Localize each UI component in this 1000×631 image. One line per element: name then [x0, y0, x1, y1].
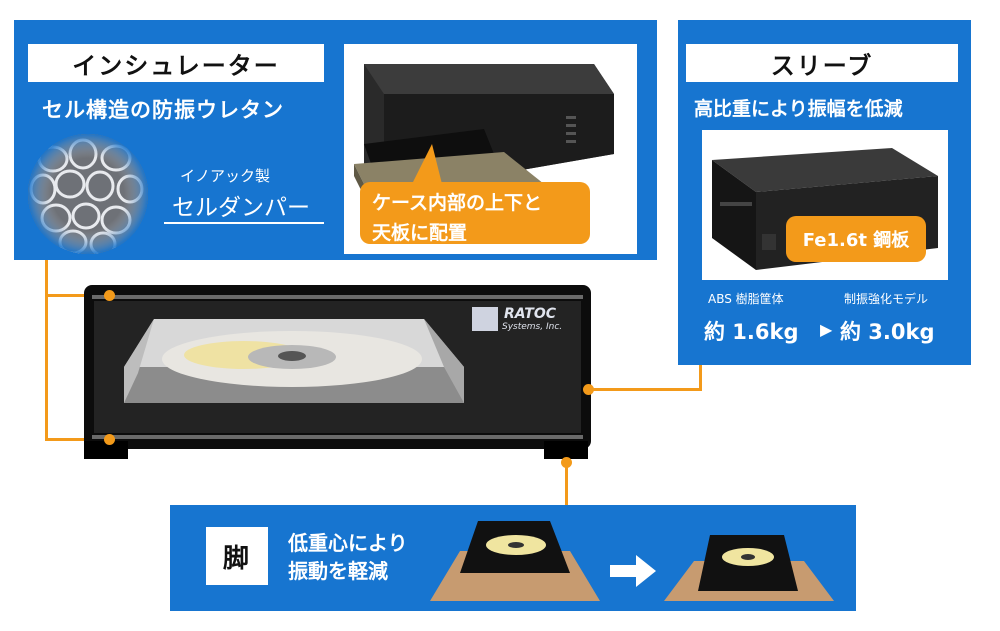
sleeve-title: スリーブ: [686, 44, 958, 82]
optical-drive-device: RATOC Systems, Inc.: [84, 285, 591, 461]
sleeve-connector-horizontal: [590, 388, 702, 391]
foot-comparison-before: [430, 521, 600, 601]
connector-dot-sleeve: [583, 384, 594, 395]
sleeve-right-weight: 約 3.0kg: [840, 320, 935, 344]
insulator-panel: インシュレーター セル構造の防振ウレタン イノアック製 セルダンパー: [14, 20, 657, 260]
sleeve-right-label: 制振強化モデル: [844, 292, 929, 306]
foot-text-line2: 振動を軽減: [288, 559, 388, 583]
foot-label: 脚: [206, 527, 268, 585]
insulator-connector-top: [45, 294, 110, 297]
case-callout-line2: 天板に配置: [372, 222, 468, 244]
foot-panel: 脚 低重心により 振動を軽減: [170, 505, 856, 611]
foam-image: [28, 134, 148, 254]
case-callout-pointer: [412, 144, 442, 184]
sleeve-left-label: ABS 樹脂筐体: [708, 292, 784, 306]
foot-text-line1: 低重心により: [288, 531, 408, 555]
insulator-connector-bottom: [45, 438, 110, 441]
sleeve-left-weight: 約 1.6kg: [704, 320, 799, 344]
insulator-subtitle: セル構造の防振ウレタン: [42, 98, 284, 122]
sleeve-subtitle: 高比重により振幅を低減: [694, 98, 903, 120]
foot-comparison-after: [664, 535, 834, 601]
foam-product: セルダンパー: [172, 195, 310, 221]
sleeve-panel: スリーブ 高比重により振幅を低減 Fe1.6t 鋼板 ABS 樹脂筐体 制振強化…: [678, 20, 971, 365]
case-callout-line1: ケース内部の上下と: [372, 192, 543, 214]
arrow-right-icon: ▶: [820, 320, 833, 339]
sleeve-connector-vertical: [699, 365, 702, 391]
connector-dot-foot: [561, 457, 572, 468]
foam-underline: [164, 222, 324, 224]
foam-maker: イノアック製: [180, 167, 271, 185]
insulator-connector-vertical: [45, 260, 48, 440]
connector-dot-top: [104, 290, 115, 301]
connector-dot-bottom: [104, 434, 115, 445]
case-callout: ケース内部の上下と 天板に配置: [360, 182, 590, 244]
arrow-right-large-icon: [610, 555, 656, 587]
insulator-title: インシュレーター: [28, 44, 324, 82]
foot-connector-vertical: [565, 462, 568, 508]
ratoc-logo-subtext: Systems, Inc.: [502, 322, 563, 332]
sleeve-callout: Fe1.6t 鋼板: [786, 216, 926, 262]
ratoc-logo-text: RATOC: [504, 306, 557, 322]
